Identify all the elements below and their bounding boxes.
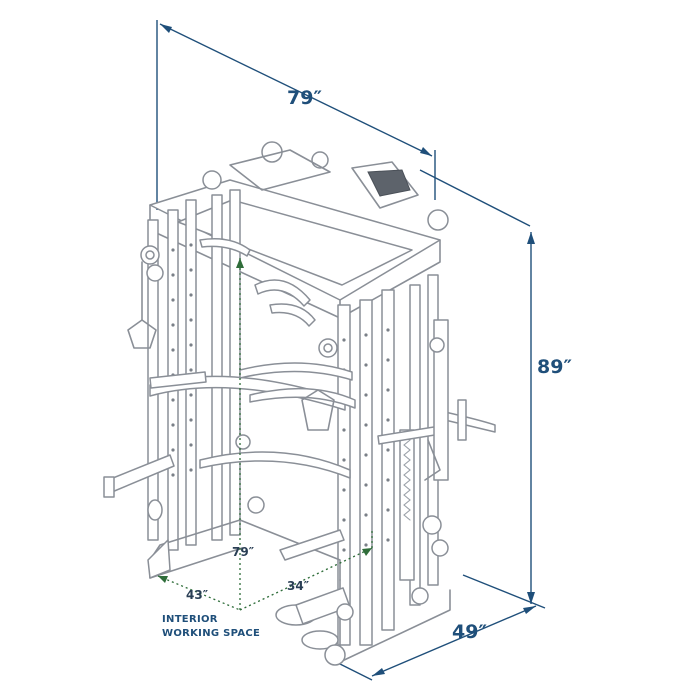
depth-dimension [331, 605, 537, 681]
interior-depth-label: 34″ [287, 579, 310, 593]
interior-height-label: 79″ [232, 545, 255, 559]
height-dimension [419, 169, 546, 609]
width-dimension [156, 20, 436, 210]
interior-note-line1: INTERIOR [162, 614, 218, 625]
interior-width-label: 43″ [186, 588, 209, 602]
width-label: 79″ [287, 87, 322, 109]
gym-machine-frame [103, 141, 496, 666]
depth-label: 49″ [452, 621, 487, 643]
height-label: 89″ [537, 356, 572, 378]
interior-dimensions [157, 258, 373, 611]
interior-note-line2: WORKING SPACE [162, 628, 260, 639]
